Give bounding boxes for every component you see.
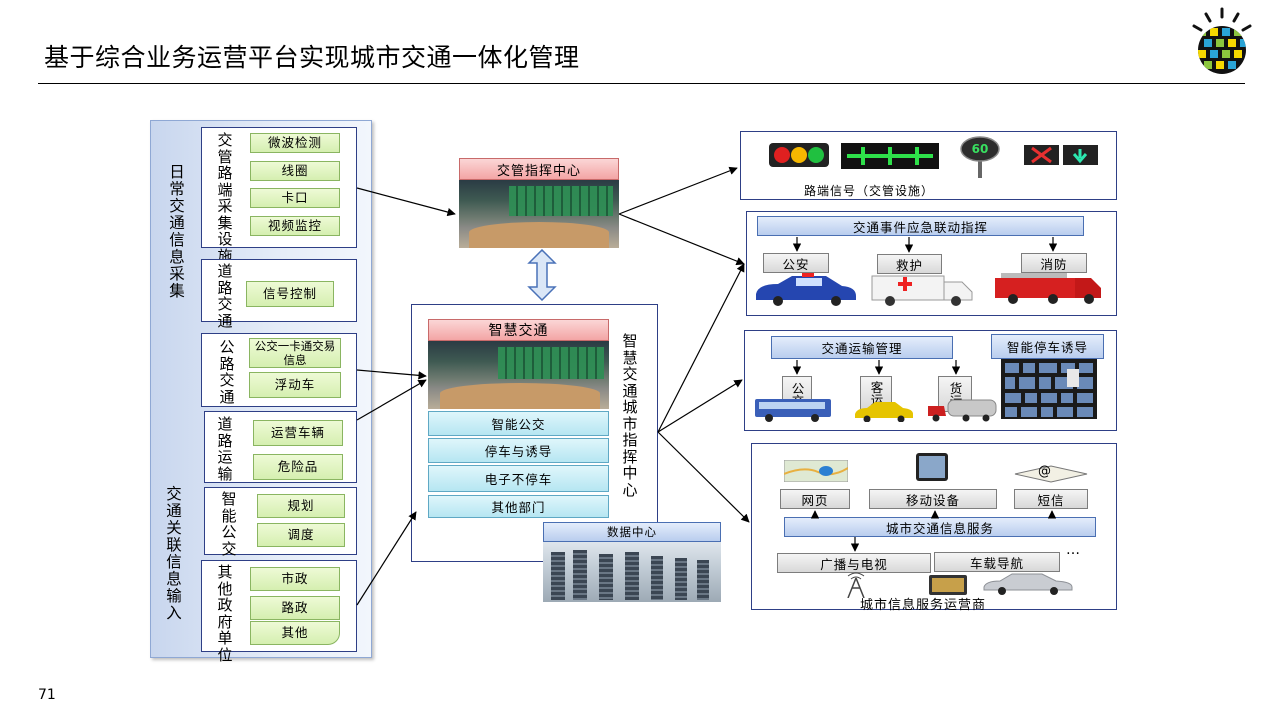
fire-truck-icon (995, 273, 1101, 304)
taxi-icon (855, 402, 913, 422)
group-label: 道路运输 (217, 415, 233, 483)
unit-police: 公安 (763, 253, 829, 273)
info-service-caption: 城市信息服务运营商 (860, 598, 987, 613)
transport-title: 交通运输管理 (771, 336, 953, 359)
item-hazardous: 危险品 (253, 454, 343, 480)
item-dispatch: 调度 (257, 523, 345, 547)
more-ellipsis: … (1066, 542, 1080, 558)
parking-map-icon (1001, 359, 1097, 419)
group-highway: 公路交通 公交一卡通交易信息 浮动车 (201, 333, 357, 407)
parking-guidance-title: 智能停车诱导 (991, 334, 1104, 359)
unit-ambulance: 救护 (877, 254, 942, 274)
group-road-traffic: 道路交通 信号控制 (201, 259, 357, 329)
channel-sms: 短信 (1014, 489, 1088, 509)
item-road-admin: 路政 (250, 596, 340, 620)
item-bus-card: 公交一卡通交易信息 (249, 338, 341, 368)
bus-icon (755, 399, 831, 422)
police-car-icon (756, 273, 856, 306)
group-government: 其他政府单位 市政 路政 其他 (201, 560, 357, 663)
item-other: 其他 (250, 621, 340, 645)
unit-fire: 消防 (1021, 253, 1087, 273)
group-label: 智能公交 (221, 490, 237, 558)
channel-navigation: 车载导航 (934, 552, 1060, 572)
group-label: 道路交通 (217, 262, 233, 330)
item-operating-vehicle: 运营车辆 (253, 420, 343, 446)
category-daily-collection: 日常交通信息采集 (169, 163, 185, 300)
group-label: 其他政府单位 (217, 563, 233, 664)
truck-icon (928, 399, 997, 422)
data-center-title: 数据中心 (543, 522, 721, 542)
title-divider (38, 83, 1245, 84)
speed-limit-value: 60 (971, 142, 989, 156)
item-checkpoint: 卡口 (250, 188, 340, 208)
channel-web: 网页 (780, 489, 850, 509)
channel-broadcast: 广播与电视 (777, 553, 931, 573)
smart-traffic-photo (428, 341, 609, 409)
lane-signal-board-icon (841, 143, 939, 169)
web-map-icon (784, 460, 848, 482)
emergency-title: 交通事件应急联动指挥 (757, 216, 1084, 236)
lane-control-icon (1024, 145, 1098, 165)
module-etc: 电子不停车 (428, 465, 609, 492)
command-center-title: 交管指挥中心 (459, 158, 619, 180)
category-related-input: 交通关联信息输入 (166, 485, 182, 622)
bidirectional-arrow (527, 249, 557, 301)
antenna-icon (847, 572, 865, 598)
item-microwave: 微波检测 (250, 133, 340, 153)
car-icon (983, 573, 1073, 595)
item-floating-car: 浮动车 (249, 372, 341, 398)
at-sign: @ (1038, 464, 1051, 479)
tablet-icon (916, 453, 948, 481)
traffic-light-icon (769, 143, 829, 167)
page-title: 基于综合业务运营平台实现城市交通一体化管理 (44, 43, 580, 72)
module-smart-bus: 智能公交 (428, 411, 609, 436)
smart-traffic-title: 智慧交通 (428, 319, 609, 341)
info-service-title: 城市交通信息服务 (784, 517, 1096, 537)
item-municipal: 市政 (250, 567, 340, 591)
group-label: 公路交通 (219, 338, 235, 406)
data-center-photo (543, 542, 721, 602)
item-video: 视频监控 (250, 216, 340, 236)
group-road-transport: 道路运输 运营车辆 危险品 (204, 411, 357, 483)
signals-caption: 路端信号（交管设施） (804, 184, 935, 198)
ambulance-icon (871, 275, 973, 306)
channel-mobile: 移动设备 (869, 489, 997, 509)
group-smart-bus: 智能公交 规划 调度 (204, 487, 357, 558)
gps-device-icon (929, 575, 967, 595)
ibm-smarter-planet-icon (1192, 7, 1252, 74)
group-roadside-facilities: 交管路端采集设施 微波检测 线圈 卡口 视频监控 (201, 127, 357, 264)
speed-sign-icon (960, 136, 1000, 178)
item-loop: 线圈 (250, 161, 340, 181)
item-signal-control: 信号控制 (246, 281, 334, 307)
page-number: 71 (38, 687, 56, 703)
smart-city-command-label: 智慧交通城市指挥中心 (622, 332, 638, 499)
command-center-photo (459, 180, 619, 248)
module-parking-guidance: 停车与诱导 (428, 438, 609, 463)
item-planning: 规划 (257, 494, 345, 518)
email-icon (1014, 465, 1088, 483)
module-other-departments: 其他部门 (428, 495, 609, 518)
